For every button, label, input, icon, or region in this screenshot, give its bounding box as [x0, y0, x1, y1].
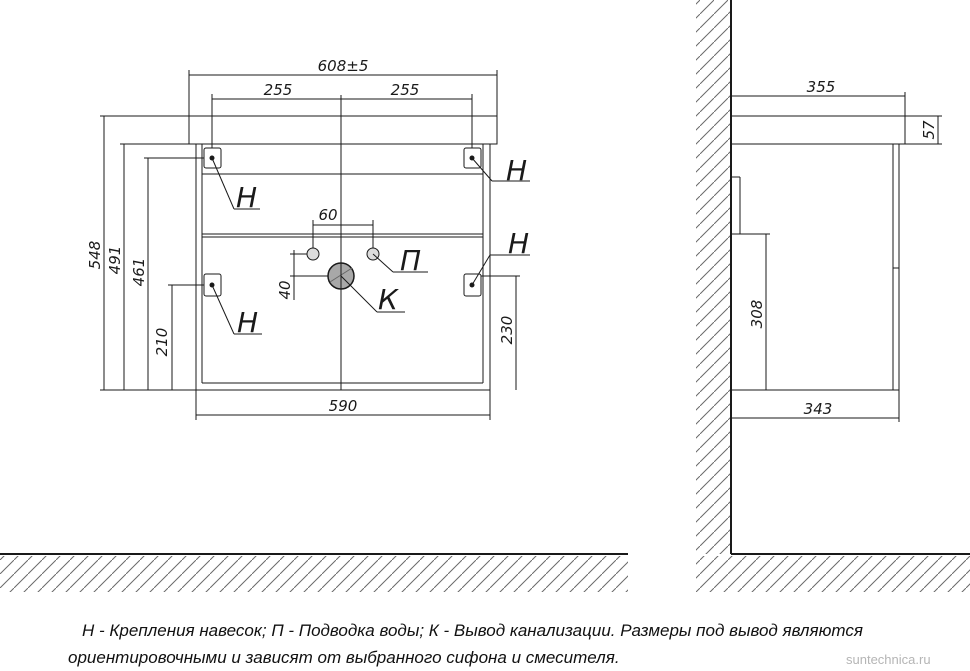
legend-line-1: Н - Крепления навесок; П - Подводка воды… — [82, 621, 863, 640]
dim-mount-right: 255 — [391, 81, 420, 99]
dim-mount-left: 255 — [264, 81, 293, 99]
watermark: suntechnica.ru — [846, 652, 931, 667]
dim-overall-width: 608±5 — [318, 57, 369, 75]
label-mount-top-right: Н — [506, 154, 527, 187]
legend-line-2: ориентировочными и зависят от выбранного… — [68, 648, 620, 667]
front-dimensions: 608±5 255 255 590 548 491 461 210 230 — [86, 57, 520, 420]
front-view-cabinet — [188, 115, 498, 391]
dim-depth-top: 355 — [807, 78, 836, 96]
side-view-cabinet — [730, 115, 906, 391]
dim-pipe-spacing: 60 — [318, 206, 337, 224]
dim-height-210: 210 — [153, 328, 171, 357]
dim-bottom-width: 590 — [329, 397, 358, 415]
dim-top-thickness: 57 — [920, 120, 938, 140]
water-inlet-left — [306, 247, 320, 261]
dim-height-461: 461 — [130, 258, 148, 287]
label-mount-top-left: Н — [236, 181, 257, 214]
label-mount-mid-right: Н — [508, 227, 529, 260]
label-water: П — [400, 244, 421, 277]
dim-pipe-height: 40 — [276, 280, 294, 299]
label-drain: К — [378, 283, 399, 316]
side-dimensions: 355 57 308 343 — [731, 78, 942, 422]
floor-front — [0, 553, 628, 592]
wall-side — [696, 0, 970, 592]
front-leader-labels: Н Н Н Н П К — [211, 154, 530, 339]
dim-body-height: 308 — [748, 300, 766, 329]
dim-height-230: 230 — [498, 316, 516, 345]
label-mount-bottom-left: Н — [237, 306, 258, 339]
dim-body-depth: 343 — [804, 400, 833, 418]
dim-height-total: 548 — [86, 241, 104, 270]
dim-height-491: 491 — [106, 246, 124, 275]
